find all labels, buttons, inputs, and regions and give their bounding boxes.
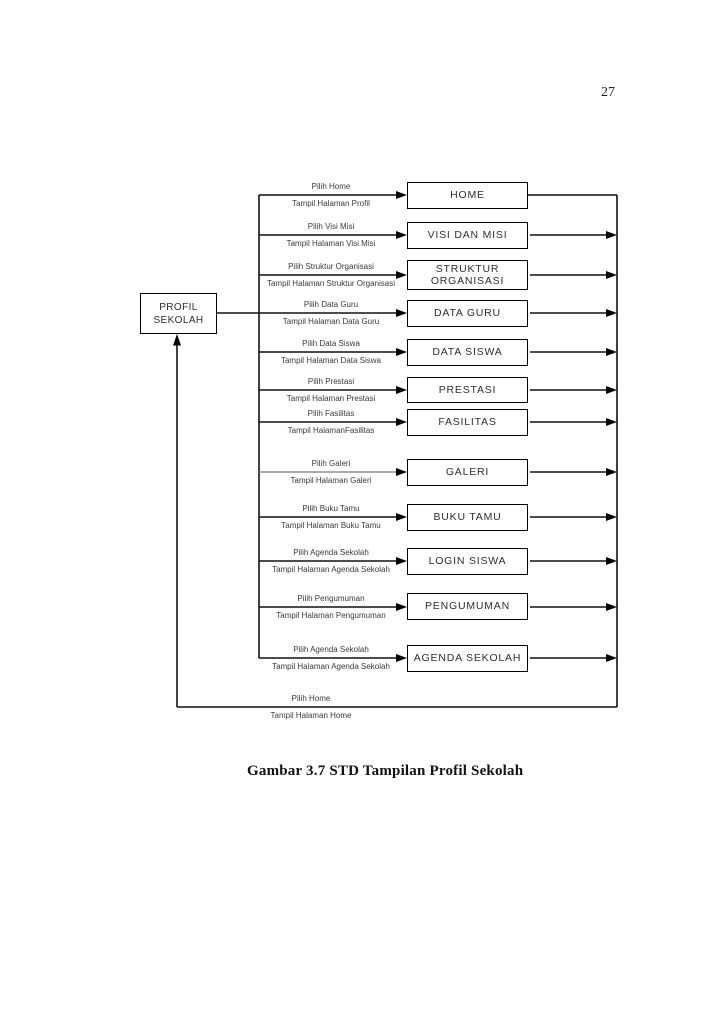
event-label-agenda-sekolah: Pilih Agenda Sekolah [293,645,369,654]
action-label-data-siswa: Tampil Halaman Data Siswa [280,356,382,365]
event-label-galeri: Pilih Galeri [311,459,351,468]
state-box-visi-dan-misi: VISI DAN MISI [407,222,528,249]
action-label-home: Tampil Halaman Profil [292,199,370,208]
event-label-fasilitas: Pilih Fasilitas [307,409,355,418]
action-label-visi-dan-misi: Tampil Halaman Visi Misi [286,239,376,248]
state-box-data-guru: DATA GURU [407,300,528,327]
page-number: 27 [601,85,615,100]
state-label: STRUKTUR ORGANISASI [430,262,505,288]
event-label-data-guru: Pilih Data Guru [303,300,359,309]
state-label: PENGUMUMAN [424,600,510,613]
state-box-agenda-sekolah: AGENDA SEKOLAH [407,645,528,672]
state-label: PRESTASI [438,383,497,396]
event-label-visi-dan-misi: Pilih Visi Misi [307,222,355,231]
state-label: PROFIL SEKOLAH [153,301,204,326]
event-label-home: Pilih Home [311,182,351,191]
state-label: AGENDA SEKOLAH [413,652,522,665]
state-label: VISI DAN MISI [427,229,508,242]
event-label-struktur-organisasi: Pilih Struktur Organisasi [288,262,374,271]
action-label-galeri: Tampil Halaman Galeri [290,476,372,485]
state-label: FASILITAS [438,416,497,429]
state-label: GALERI [445,466,490,479]
state-box-galeri: GALERI [407,459,528,486]
action-label-login-siswa: Tampil Halaman Agenda Sekolah [272,565,390,574]
state-box-prestasi: PRESTASI [407,377,528,403]
state-label: HOME [450,189,485,202]
state-box-pengumuman: PENGUMUMAN [407,593,528,620]
state-box-data-siswa: DATA SISWA [407,339,528,366]
state-box-buku-tamu: BUKU TAMU [407,504,528,531]
action-label-buku-tamu: Tampil Halaman Buku Tamu [281,521,381,530]
action-label-return-home: Tampil Halaman Home [270,711,352,720]
state-label: LOGIN SISWA [428,555,507,568]
state-box-home: HOME [407,182,528,209]
state-label: BUKU TAMU [433,511,502,524]
action-label-data-guru: Tampil Halaman Data Guru [282,317,380,326]
action-label-agenda-sekolah: Tampil Halaman Agenda Sekolah [272,662,390,671]
state-label: DATA SISWA [432,346,503,359]
event-label-login-siswa: Pilih Agenda Sekolah [293,548,369,557]
event-label-buku-tamu: Pilih Buku Tamu [302,504,360,513]
action-label-struktur-organisasi: Tampil Halaman Struktur Organisasi [266,279,396,288]
figure-caption: Gambar 3.7 STD Tampilan Profil Sekolah [247,763,524,779]
event-label-pengumuman: Pilih Pengumuman [297,594,365,603]
state-box-login-siswa: LOGIN SISWA [407,548,528,575]
action-label-pengumuman: Tampil Halaman Pengumuman [276,611,386,620]
state-box-fasilitas: FASILITAS [407,409,528,436]
state-label: DATA GURU [434,307,501,320]
action-label-prestasi: Tampil Halaman Prestasi [286,394,376,403]
state-box-profil-sekolah: PROFIL SEKOLAH [140,293,217,334]
event-label-prestasi: Pilih Prestasi [307,377,355,386]
state-box-struktur-organisasi: STRUKTUR ORGANISASI [407,260,528,290]
action-label-fasilitas: Tampil HalamanFasilitas [287,426,375,435]
event-label-return-home: Pilih Home [291,694,331,703]
event-label-data-siswa: Pilih Data Siswa [302,339,360,348]
